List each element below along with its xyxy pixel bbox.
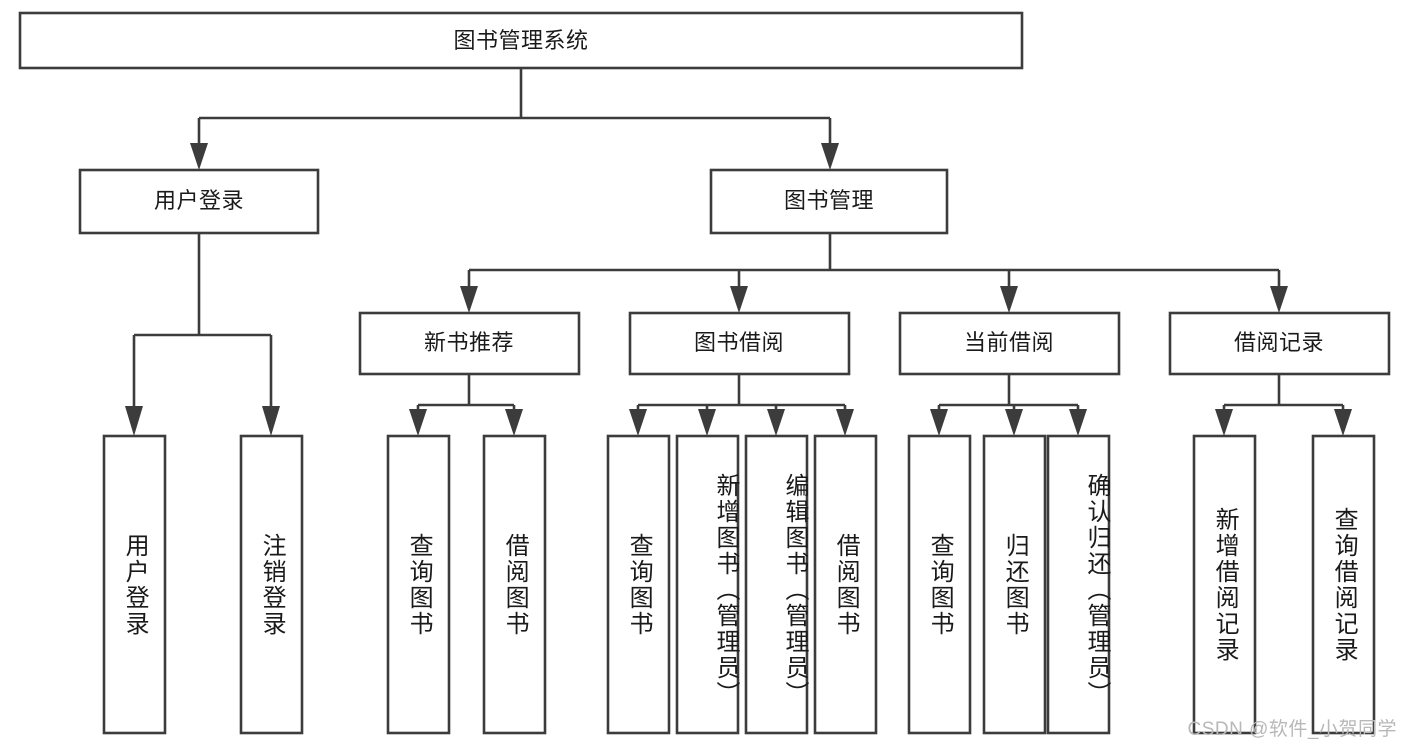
leaf-box-new-book-rec-2[interactable] — [482, 434, 547, 735]
connector-group-book-borrow — [629, 374, 854, 436]
leaf-box-book-borrow-4[interactable] — [813, 434, 878, 735]
leaf-box-book-borrow-3[interactable] — [744, 434, 809, 735]
connector-group-new-book-rec — [409, 374, 523, 436]
node-box-root[interactable] — [18, 11, 1024, 70]
arrowhead-current-borrow — [1000, 286, 1018, 313]
arrowhead-user-login — [190, 143, 208, 170]
arrowhead-leaf-book-borrow-1 — [629, 409, 647, 436]
leaf-box-borrow-record-2[interactable] — [1311, 434, 1376, 735]
node-box-book-manage[interactable] — [709, 168, 949, 235]
node-label-current-borrow: 当前借阅 — [964, 330, 1054, 355]
leaf-box-book-borrow-1[interactable] — [606, 434, 671, 735]
arrowhead-leaf-book-borrow-4 — [836, 409, 854, 436]
arrowhead-book-manage — [821, 143, 839, 170]
leaf-box-book-borrow-2[interactable] — [675, 434, 740, 735]
arrowhead-new-book-rec — [460, 286, 478, 313]
arrowhead-leaf-new-book-rec-2 — [505, 409, 523, 436]
arrowhead-borrow-record — [1270, 286, 1288, 313]
leaf-box-user-login-1[interactable] — [102, 434, 167, 735]
leaf-box-current-borrow-3[interactable] — [1046, 434, 1111, 735]
leaf-box-current-borrow-1[interactable] — [907, 434, 972, 735]
arrowhead-leaf-current-borrow-2 — [1005, 409, 1023, 436]
connector-group-book-manage — [460, 233, 1288, 313]
node-label-new-book-rec: 新书推荐 — [424, 330, 514, 355]
watermark-label: CSDN @软件_小贺同学 — [1187, 719, 1397, 740]
arrowhead-leaf-book-borrow-2 — [698, 409, 716, 436]
leaf-box-user-login-2[interactable] — [239, 434, 304, 735]
arrowhead-leaf-borrow-record-2 — [1334, 409, 1352, 436]
node-box-borrow-record[interactable] — [1168, 311, 1391, 376]
node-box-user-login[interactable] — [78, 168, 320, 235]
node-label-root: 图书管理系统 — [453, 28, 588, 53]
node-label-borrow-record: 借阅记录 — [1234, 330, 1324, 355]
leaf-box-new-book-rec-1[interactable] — [386, 434, 451, 735]
node-label-book-manage: 图书管理 — [784, 188, 874, 213]
arrowhead-leaf-new-book-rec-1 — [409, 409, 427, 436]
node-box-current-borrow[interactable] — [898, 311, 1121, 376]
leaf-box-borrow-record-1[interactable] — [1192, 434, 1257, 735]
node-label-book-borrow: 图书借阅 — [694, 330, 784, 355]
arrowhead-leaf-user-login-1 — [125, 406, 143, 436]
arrowhead-leaf-borrow-record-1 — [1215, 409, 1233, 436]
arrowhead-leaf-book-borrow-3 — [767, 409, 785, 436]
node-label-user-login: 用户登录 — [154, 188, 244, 213]
arrowhead-leaf-current-borrow-1 — [930, 409, 948, 436]
connector-group-borrow-record — [1215, 374, 1352, 436]
arrowhead-leaf-current-borrow-3 — [1069, 409, 1087, 436]
connector-group-user-login — [125, 233, 280, 436]
connector-group-current-borrow — [930, 374, 1087, 436]
connector-group-root — [190, 68, 839, 170]
leaf-box-group — [102, 434, 1376, 735]
node-box-new-book-rec[interactable] — [358, 311, 581, 376]
arrowhead-leaf-user-login-2 — [262, 406, 280, 436]
arrowhead-book-borrow — [730, 286, 748, 313]
leaf-box-current-borrow-2[interactable] — [982, 434, 1047, 735]
node-box-book-borrow[interactable] — [628, 311, 851, 376]
